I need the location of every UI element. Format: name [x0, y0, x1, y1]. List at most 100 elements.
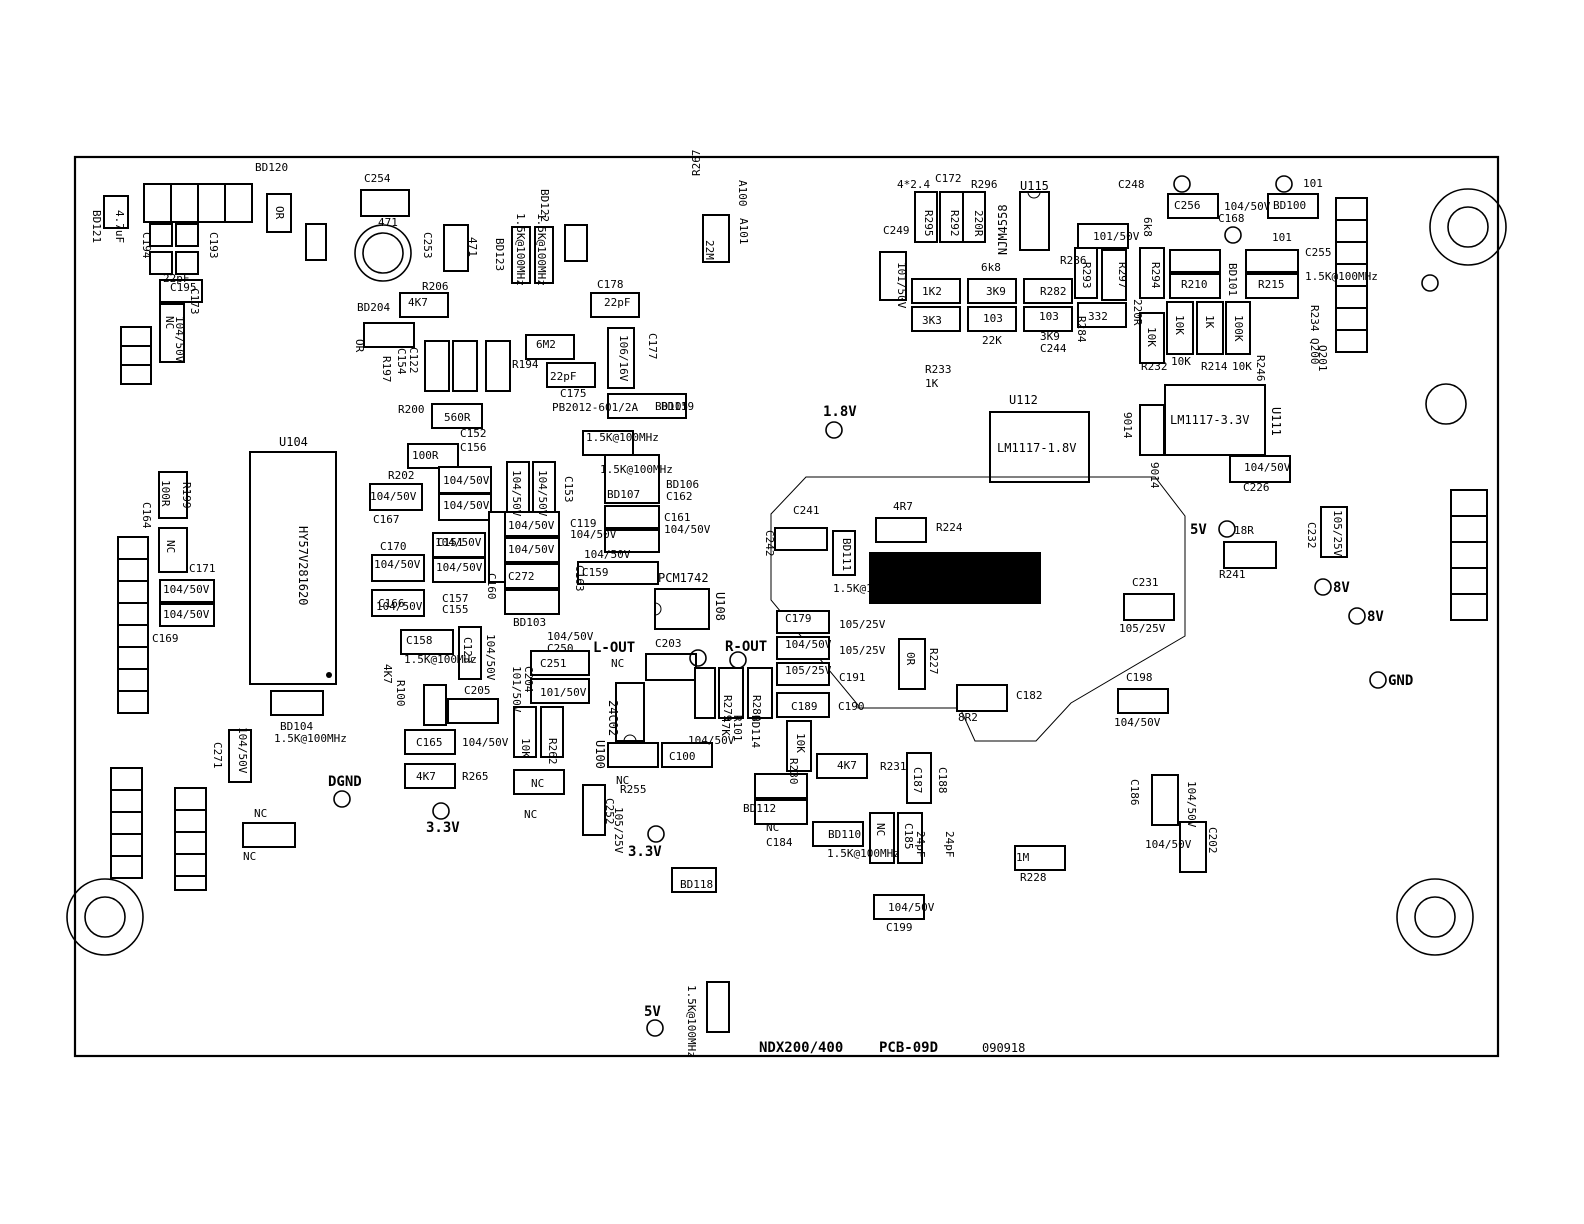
component-label: R262 — [546, 738, 559, 765]
component-label: 1.5K@100MHz — [600, 463, 673, 476]
testpoint-8v-b: 8V — [1367, 609, 1384, 625]
component-label: 3K9 — [986, 285, 1006, 298]
component-label: 106/16V — [617, 335, 630, 382]
component-label: 104/50V — [1145, 838, 1192, 851]
component-label: NC — [874, 823, 887, 836]
component-label: BD106 — [666, 478, 699, 491]
component-label: C159 — [582, 566, 609, 579]
component-label: C170 — [380, 540, 407, 553]
component-label: R232 — [1141, 360, 1168, 373]
component-label: 10K — [1145, 327, 1158, 347]
component-label: C195 — [170, 281, 197, 294]
component-label: OR — [273, 206, 286, 220]
component-label: 9014 — [1121, 412, 1134, 439]
component-label: 1.5K@100MHz — [535, 213, 548, 286]
component-label: 1.5K@100MHz — [1305, 270, 1378, 283]
component-label: 1.5K@100MHz — [827, 847, 900, 860]
board-title: NDX200/400 — [759, 1040, 843, 1056]
component-label: 101 — [1272, 231, 1292, 244]
component-label: BD122 — [538, 189, 551, 222]
component-label: 471 — [378, 216, 398, 229]
component-label: C189 — [791, 700, 818, 713]
board-outline — [73, 155, 1500, 1058]
component-label: NC — [243, 850, 256, 863]
connector-right-top — [1335, 197, 1368, 353]
component-label: C166 — [378, 597, 405, 610]
component-label: A101 — [737, 218, 750, 245]
component-label: 104/50V — [1114, 716, 1161, 729]
component-label: BD123 — [493, 238, 506, 271]
component-label: BD101 — [1226, 263, 1239, 296]
component-label: 104/50V — [664, 523, 711, 536]
mounting-hole-mr — [1425, 383, 1467, 425]
component-label: R224 — [936, 521, 963, 534]
component-label: C186 — [1128, 779, 1141, 806]
testpoint-3v3-a: 3.3V — [426, 820, 460, 836]
component-label: C119 — [570, 517, 597, 530]
component-label: C162 — [666, 490, 693, 503]
component-label: C178 — [597, 278, 624, 291]
shield-outline — [770, 476, 1186, 742]
component-label: R200 — [398, 403, 425, 416]
component-label: A100 — [736, 180, 749, 207]
header-top-left — [143, 183, 253, 223]
component-label: C226 — [1243, 481, 1270, 494]
component-label: C169 — [152, 632, 179, 645]
component-label: BD118 — [680, 878, 713, 891]
component-label: 104/50V — [376, 600, 423, 613]
component-label: 1K — [1203, 315, 1216, 329]
component-label: C154 — [395, 348, 408, 375]
component-label: 4K7 — [837, 759, 857, 772]
component-label: 9014 — [1148, 462, 1161, 489]
component-label: 103 — [1039, 310, 1059, 323]
component-label: 4R7 — [893, 500, 913, 513]
component-label: C252 — [603, 798, 616, 825]
component-label: 4K7 — [408, 296, 428, 309]
component-label: R215 — [1258, 278, 1285, 291]
component-label: 104/50V — [435, 536, 482, 549]
chip-u104 — [249, 451, 337, 685]
component-label: NC — [254, 807, 267, 820]
test-points — [333, 175, 1387, 1037]
component-label: C161 — [664, 511, 691, 524]
connector-bottom-left-b — [174, 787, 207, 891]
component-label: 104/50V — [163, 608, 210, 621]
component-label: Q201 — [1316, 345, 1329, 372]
mounting-hole-tr — [1429, 188, 1507, 266]
component-label: R206 — [422, 280, 449, 293]
component-label: 104/50V — [688, 734, 735, 747]
component-label: BD120 — [255, 161, 288, 174]
component-label: C184 — [766, 836, 793, 849]
mounting-hole-br — [1396, 878, 1474, 956]
connector-bottom-left-a — [110, 767, 143, 879]
chip-u111-ref: U111 — [1269, 407, 1283, 436]
chip-u111 — [1164, 384, 1266, 456]
chip-u100 — [615, 682, 645, 742]
component-label: C193 — [207, 232, 220, 259]
component-label: R100 — [394, 680, 407, 707]
component-label: C153 — [562, 476, 575, 503]
component-label: C190 — [838, 700, 865, 713]
component-label: R230 — [787, 758, 800, 785]
chip-u104-ref: U104 — [279, 435, 308, 449]
component-label: R282 — [1040, 285, 1067, 298]
component-label: 10K — [1171, 355, 1191, 368]
component-label: R296 — [971, 178, 998, 191]
component-label: 104/50V — [443, 499, 490, 512]
component-label: C250 — [547, 642, 574, 655]
component-label: 24pF — [914, 831, 927, 858]
component-label: 1.5K@100MHz — [514, 213, 527, 286]
component-label: C151 — [437, 536, 464, 549]
component-label: 3K9 — [1040, 330, 1060, 343]
component-label: C179 — [785, 612, 812, 625]
component-label: R197 — [380, 356, 393, 383]
component-label: R214 — [1201, 360, 1228, 373]
chip-u112 — [989, 411, 1090, 483]
component-label: C232 — [1305, 522, 1318, 549]
component-label: 471 — [466, 237, 479, 257]
component-label: C199 — [886, 921, 913, 934]
component-label: 105/25V — [612, 807, 625, 854]
component-label: C158 — [406, 634, 433, 647]
